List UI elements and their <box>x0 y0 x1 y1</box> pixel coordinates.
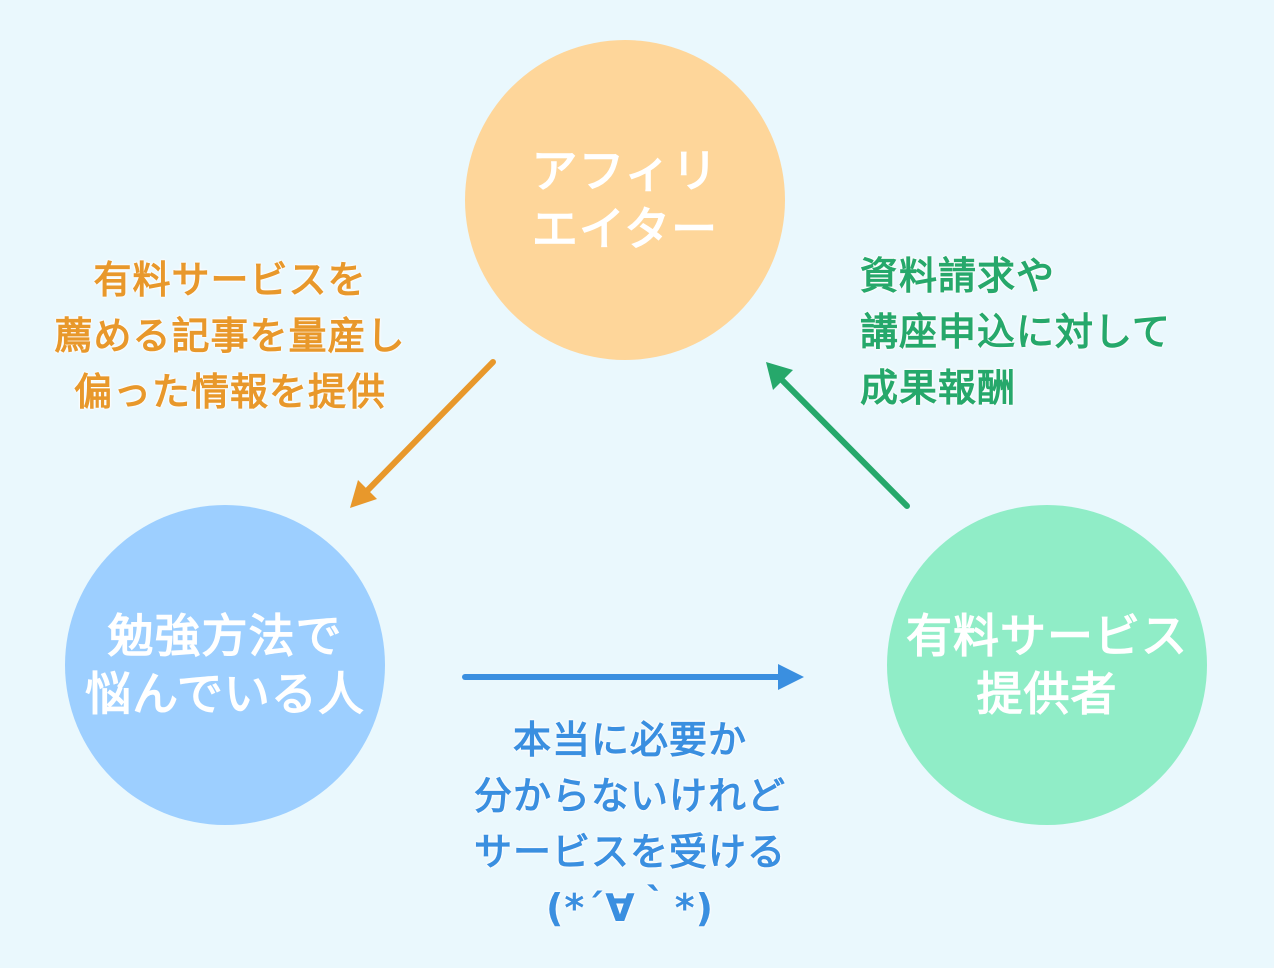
arrow-provider-to-affiliator <box>766 362 910 509</box>
affiliator-node: アフィリ エイター <box>465 40 785 360</box>
provider-node: 有料サービス 提供者 <box>887 505 1207 825</box>
learner-label: 勉強方法で 悩んでいる人 <box>85 609 365 721</box>
arrow-affiliator-to-learner <box>350 359 496 508</box>
affiliator-label: アフィリ エイター <box>531 144 719 256</box>
arrow-learner-to-provider <box>462 664 804 690</box>
learner-node: 勉強方法で 悩んでいる人 <box>65 505 385 825</box>
affiliator-to-learner-label: 有料サービスを 薦める記事を量産し 偏った情報を提供 <box>54 258 406 414</box>
learner-to-provider-label: 本当に必要か 分からないけれど サービスを受ける (*´∀｀*) <box>473 718 786 930</box>
provider-to-affiliator-label: 資料請求や 講座申込に対して 成果報酬 <box>860 254 1171 410</box>
provider-label: 有料サービス 提供者 <box>906 609 1188 721</box>
